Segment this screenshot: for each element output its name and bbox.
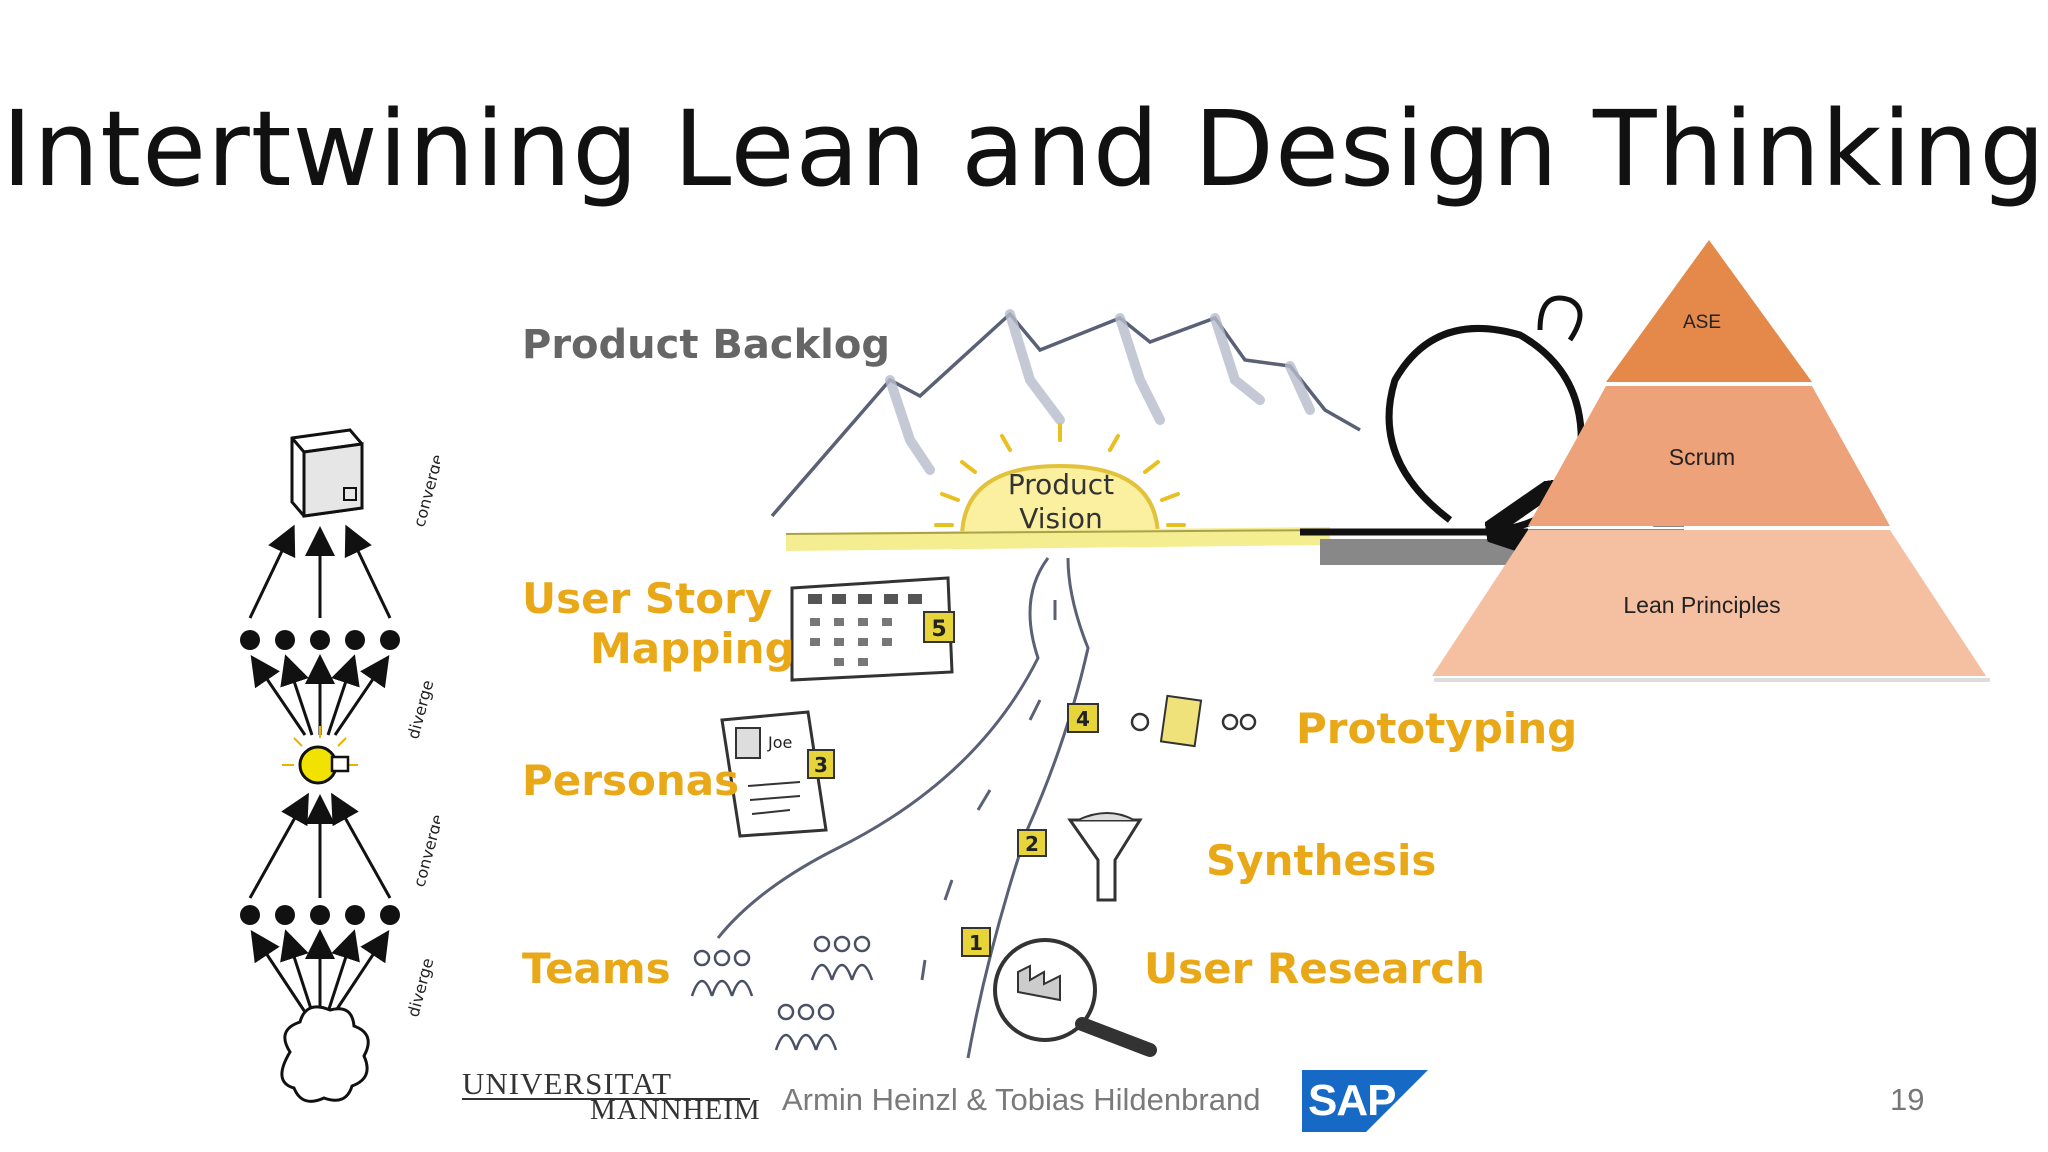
university-logo-line2: MANNHEIM — [590, 1094, 761, 1126]
prototyping-label: Prototyping — [1296, 704, 1578, 753]
university-logo-line1: UNIVERSITAT — [462, 1066, 673, 1101]
diverge-arrows-bottom — [250, 929, 390, 1013]
converge-arrows-bottom — [248, 792, 392, 899]
product-backlog-label: Product Backlog — [522, 322, 891, 368]
step-1: 1 — [969, 931, 983, 955]
pyramid-label-ase: ASE — [1682, 312, 1722, 333]
diverge-arrows-top — [250, 654, 390, 736]
idea-dots-bottom — [240, 905, 400, 925]
synthesis-label: Synthesis — [1206, 836, 1437, 885]
pyramid-level-scrum — [1528, 386, 1890, 526]
pyramid-diagram — [1432, 240, 1990, 682]
road — [716, 557, 1090, 1059]
team-people-icons — [690, 935, 874, 1051]
lightbulb-icon — [282, 726, 358, 785]
prototyping-icons: 4 — [1067, 694, 1257, 748]
funnel-icon: 2 — [1017, 812, 1143, 902]
mountains — [770, 309, 1361, 518]
sun-product-vision — [959, 463, 1161, 540]
step-2: 2 — [1025, 832, 1039, 856]
box-icon — [290, 428, 364, 518]
footer-authors: Armin Heinzl & Tobias Hildenbrand — [782, 1082, 1261, 1117]
magnifier-icon: 1 — [961, 927, 1157, 1057]
product-vision-line2: Vision — [1019, 502, 1103, 535]
user-research-label: User Research — [1144, 944, 1486, 993]
pyramid-label-scrum: Scrum — [1668, 444, 1736, 470]
user-story-mapping-label-line1: User Story — [522, 574, 773, 623]
story-map-board: 5 — [790, 576, 955, 682]
double-diamond-diagram: converge diverge converge diverge — [240, 428, 440, 1103]
product-vision-label: Product Vision — [986, 468, 1136, 536]
converge-arrows-top — [248, 524, 392, 619]
pyramid-label-lean: Lean Principles — [1623, 592, 1781, 618]
teams-label: Teams — [522, 944, 671, 993]
pyramid-level-ase — [1606, 240, 1812, 382]
pyramid-level-lean — [1432, 530, 1986, 676]
product-vision-line1: Product — [1007, 468, 1115, 501]
personas-label: Personas — [522, 756, 740, 805]
horizon-line — [785, 527, 1331, 551]
cloud-icon — [280, 1005, 370, 1103]
sap-logo-text: SAP — [1308, 1076, 1396, 1125]
step-4: 4 — [1076, 707, 1090, 731]
slide-title: Intertwining Lean and Design Thinking — [1, 88, 2047, 210]
university-logo-rule — [462, 1098, 750, 1100]
idea-dots-top — [240, 630, 400, 650]
step-5: 5 — [931, 617, 946, 642]
sun-rays — [934, 423, 1186, 527]
sap-logo: SAP — [1302, 1070, 1428, 1132]
step-3: 3 — [814, 753, 828, 777]
page-number: 19 — [1890, 1082, 1925, 1117]
persona-name: Joe — [767, 733, 792, 752]
user-story-mapping-label-line2: Mapping — [590, 624, 795, 673]
persona-card: Joe 3 — [720, 710, 835, 838]
